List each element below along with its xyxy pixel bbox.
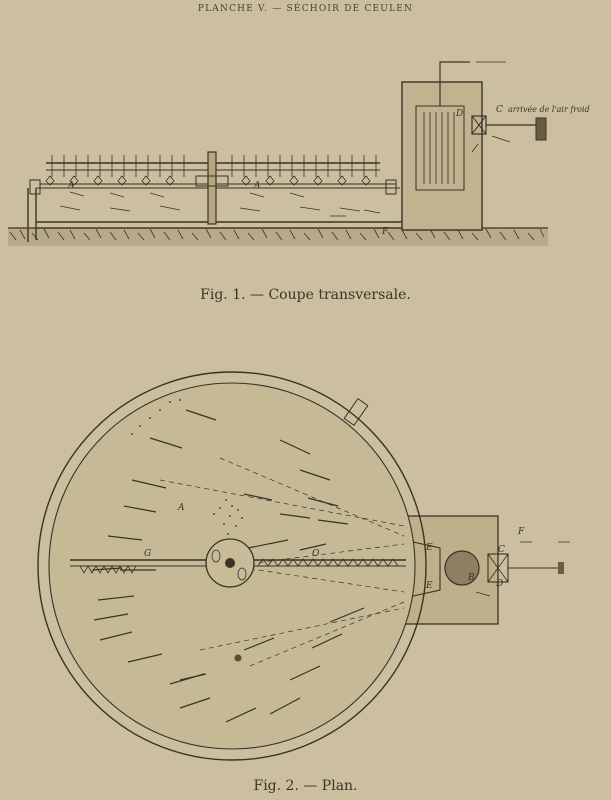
fig2-label-f: F — [517, 527, 525, 537]
fig1-label-c: C — [496, 105, 503, 115]
fig2-label-e1: E — [425, 543, 433, 553]
fig1-label-f: F — [381, 227, 389, 237]
fig1-rotating-arm — [45, 151, 380, 225]
fig2-label-e2: E — [425, 581, 433, 591]
fig2-label-a: A — [177, 503, 185, 513]
fig2-wheat-arrows — [91, 409, 365, 723]
fig1-air-note: arrivée de l'air froid — [508, 105, 590, 114]
fig1-ground — [8, 228, 548, 246]
fig1-label-a1: A — [67, 181, 75, 191]
fig2-label-d: D — [495, 579, 503, 589]
fig1-label-a2: A — [253, 181, 261, 191]
fig2-label-c: C — [498, 545, 505, 555]
plate-title: PLANCHE V. — SÉCHOIR DE CEULEN — [197, 4, 414, 14]
fig2-plan-diagram: A G O E E B C D F — [37, 371, 570, 761]
fig2-heater-box — [399, 515, 570, 625]
fig2-label-b: B — [467, 573, 475, 583]
fig1-cross-section-diagram: A A F D C arrivée de l'air froid — [8, 61, 590, 246]
fig1-heater-tower — [401, 61, 547, 231]
fig2-stipple — [131, 399, 243, 662]
fig1-label-d: D — [455, 109, 463, 119]
fig2-label-g: G — [144, 549, 151, 559]
fig2-airflow-lines — [159, 457, 405, 667]
fig1-caption: Fig. 1. — Coupe transversale. — [200, 287, 411, 303]
fig2-caption: Fig. 2. — Plan. — [253, 778, 358, 794]
fig2-label-o: O — [312, 549, 320, 559]
fig2-rotating-arm — [70, 538, 406, 588]
